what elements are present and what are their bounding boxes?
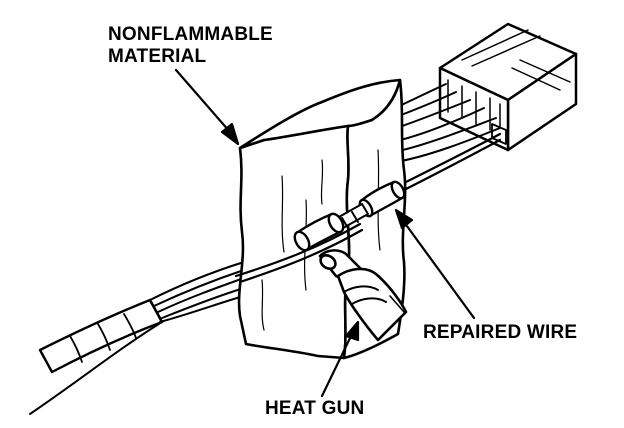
nonflammable-block <box>237 78 407 360</box>
heat-gun <box>318 249 408 342</box>
leader-heat-gun <box>320 320 360 398</box>
leader-nonflammable <box>174 68 240 146</box>
wire-bundle-left <box>29 261 245 415</box>
connector <box>438 22 578 152</box>
heat-gun-label: HEAT GUN <box>265 398 365 419</box>
nonflammable-label-line1: NONFLAMMABLE <box>108 24 273 45</box>
heat-shrink-tube-upper <box>358 180 406 218</box>
taped-harness-left <box>38 298 164 374</box>
nonflammable-label-line2: MATERIAL <box>108 46 207 67</box>
nonflammable-material-label: NONFLAMMABLE MATERIAL <box>108 24 273 68</box>
repaired-wire <box>396 132 502 194</box>
leader-repaired-wire <box>394 208 476 320</box>
front-wire <box>234 222 364 284</box>
heat-shrink-tube-lower <box>293 212 345 252</box>
repaired-wire-label: REPAIRED WIRE <box>423 322 578 343</box>
